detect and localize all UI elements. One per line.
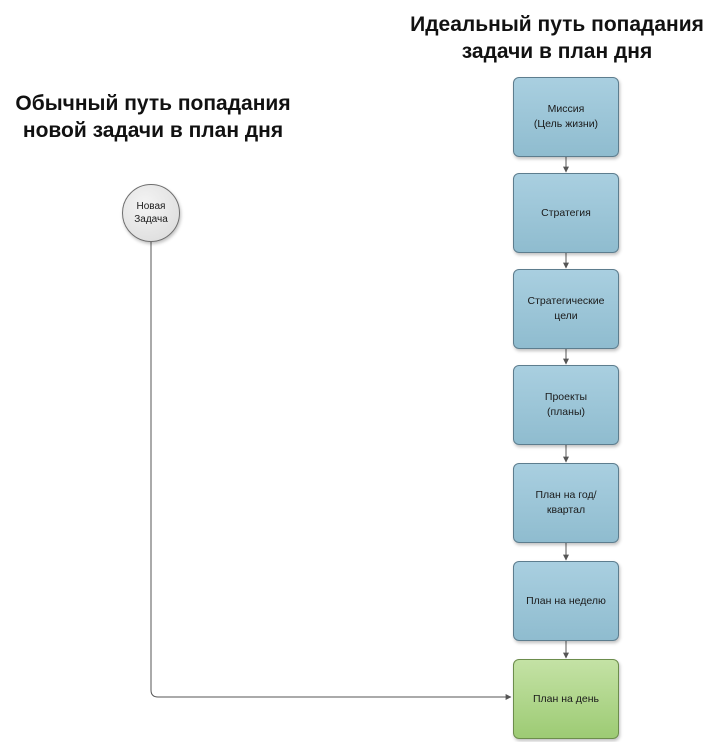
step-projects-line-1: Проекты [544, 391, 588, 403]
step-week-plan: План на неделю [513, 561, 619, 641]
new-task-node: Новая Задача [122, 184, 180, 242]
step-year-quarter-plan-line-2: квартал [546, 504, 586, 516]
ordinary-path-title-line-2: новой задачи в план дня [22, 119, 284, 142]
step-projects-line-2: (планы) [547, 406, 585, 418]
step-mission-line-1: Миссия [547, 103, 585, 115]
step-mission: Миссия (Цель жизни) [513, 77, 619, 157]
ideal-path-title-line-2: задачи в план дня [461, 40, 653, 63]
ordinary-path-title-line-1: Обычный путь попадания [15, 92, 291, 115]
step-strategic-goals-line-2: цели [554, 310, 578, 322]
step-year-quarter-plan-line-1: План на год/ [535, 489, 597, 501]
step-strategy-line-1: Стратегия [541, 206, 591, 219]
ideal-path-title: Идеальный путь попадания задачи в план д… [404, 11, 710, 65]
ordinary-path-title: Обычный путь попадания новой задачи в пл… [0, 90, 306, 144]
step-projects: Проекты (планы) [513, 365, 619, 445]
step-strategic-goals-line-1: Стратегические [527, 295, 605, 307]
new-task-label-line-2: Задача [134, 214, 168, 225]
step-year-quarter-plan: План на год/ квартал [513, 463, 619, 543]
step-day-plan-line-1: План на день [532, 692, 600, 705]
step-strategic-goals: Стратегические цели [513, 269, 619, 349]
ordinary-path-connector [150, 242, 512, 700]
ideal-path-title-line-1: Идеальный путь попадания [410, 13, 704, 36]
step-strategy: Стратегия [513, 173, 619, 253]
step-day-plan: План на день [513, 659, 619, 739]
new-task-label-line-1: Новая [136, 201, 166, 212]
step-mission-line-2: (Цель жизни) [533, 118, 599, 130]
step-week-plan-line-1: План на неделю [526, 594, 606, 607]
